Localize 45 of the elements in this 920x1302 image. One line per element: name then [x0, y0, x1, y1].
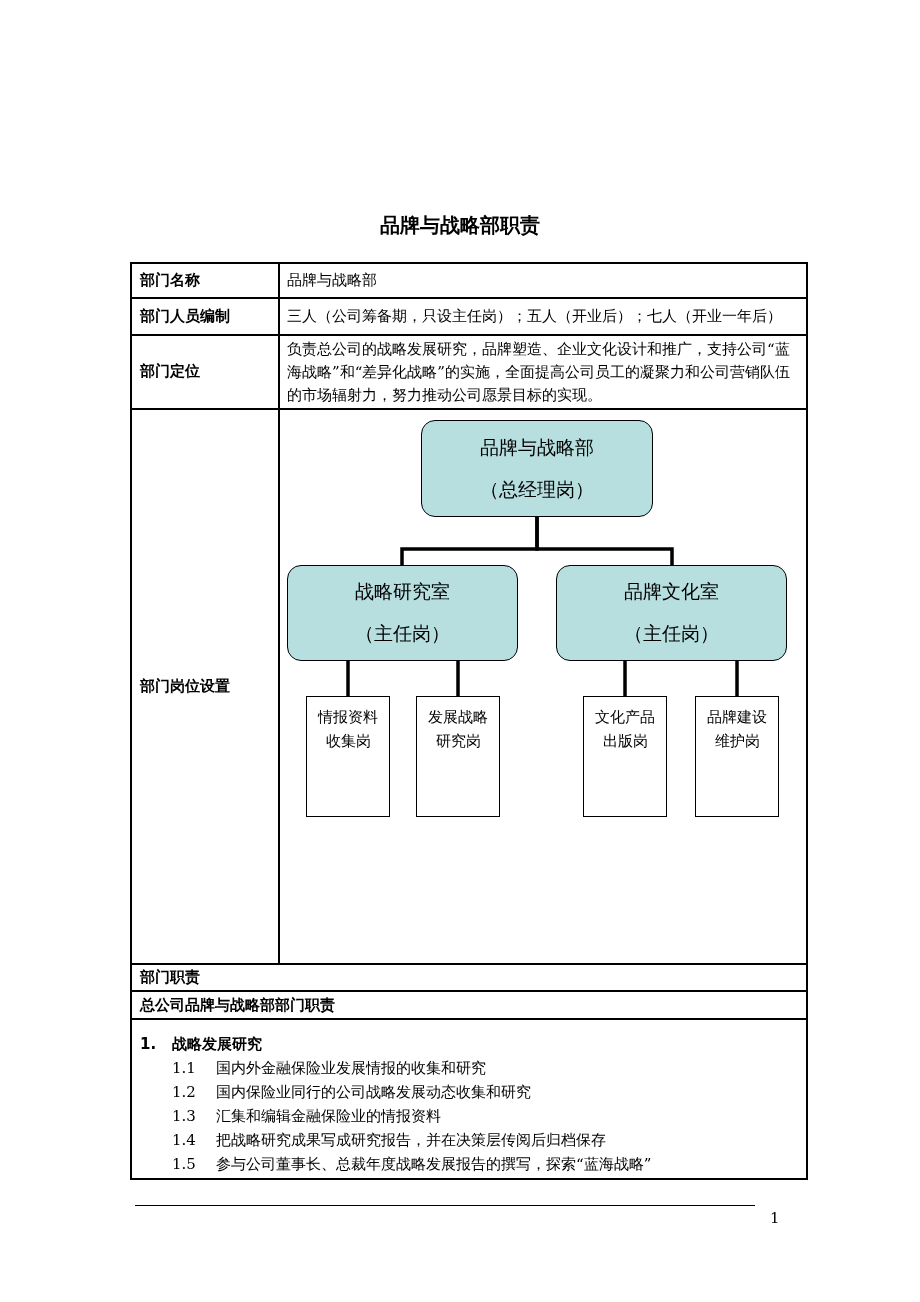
connector-line: [623, 661, 627, 696]
box-title: 品牌文化室: [624, 579, 719, 604]
row-header: 部门名称: [140, 270, 201, 290]
box-title: 情报资料收集岗: [317, 707, 379, 752]
department-box: [556, 565, 787, 661]
department-box: [287, 565, 518, 661]
position-box: [583, 696, 667, 817]
list-number: 1.4: [172, 1130, 197, 1150]
box-subtitle: （主任岗）: [624, 621, 719, 646]
box-title: 品牌建设维护岗: [706, 707, 768, 752]
position-box: [306, 696, 390, 817]
page-title: 品牌与战略部职责: [379, 212, 541, 238]
connector-line: [535, 517, 674, 565]
page-number: 1: [770, 1208, 781, 1228]
position-box: [416, 696, 500, 817]
box-subtitle: （总经理岗）: [480, 476, 594, 502]
position-box: [695, 696, 779, 817]
list-heading: 战略发展研究: [172, 1034, 263, 1054]
connector-line: [346, 661, 350, 696]
row-header: 部门人员编制: [140, 306, 231, 326]
list-item: 把战略研究成果写成研究报告，并在决策层传阅后归档保存: [216, 1130, 607, 1150]
section-header: 总公司品牌与战略部部门职责: [140, 995, 336, 1015]
list-number: 1.2: [172, 1082, 197, 1102]
box-title: 文化产品出版岗: [594, 707, 656, 752]
box-subtitle: （主任岗）: [355, 621, 450, 646]
row-header: 部门岗位设置: [140, 676, 231, 696]
list-number: 1.5: [172, 1154, 197, 1174]
row-header: 部门定位: [140, 361, 201, 381]
list-number: 1.3: [172, 1106, 197, 1126]
list-item: 国内保险业同行的公司战略发展动态收集和研究: [216, 1082, 532, 1102]
box-title: 战略研究室: [355, 579, 450, 604]
cell-text: 品牌与战略部: [287, 270, 378, 290]
connector-line: [735, 661, 739, 696]
list-number: 1.: [140, 1034, 158, 1054]
box-title: 发展战略研究岗: [427, 707, 489, 752]
section-header: 部门职责: [140, 967, 201, 987]
connector-line: [456, 661, 460, 696]
department-box: [421, 420, 653, 517]
list-number: 1.1: [172, 1058, 197, 1078]
box-title: 品牌与战略部: [480, 434, 594, 460]
list-item: 国内外金融保险业发展情报的收集和研究: [216, 1058, 487, 1078]
cell-text: 三人（公司筹备期，只设主任岗）；五人（开业后）；七人（开业一年后）: [287, 306, 783, 326]
list-item: 参与公司董事长、总裁年度战略发展报告的撰写，探索“蓝海战略”: [216, 1154, 653, 1174]
cell-paragraph: 负责总公司的战略发展研究，品牌塑造、企业文化设计和推广，支持公司“蓝海战略”和“差异化战略”的实施，全面提高公司员工的凝聚力和公司营销队伍的市场辐射力，努力推动公司愿景目标的实现。: [287, 339, 791, 406]
list-item: 汇集和编辑金融保险业的情报资料: [216, 1106, 442, 1126]
